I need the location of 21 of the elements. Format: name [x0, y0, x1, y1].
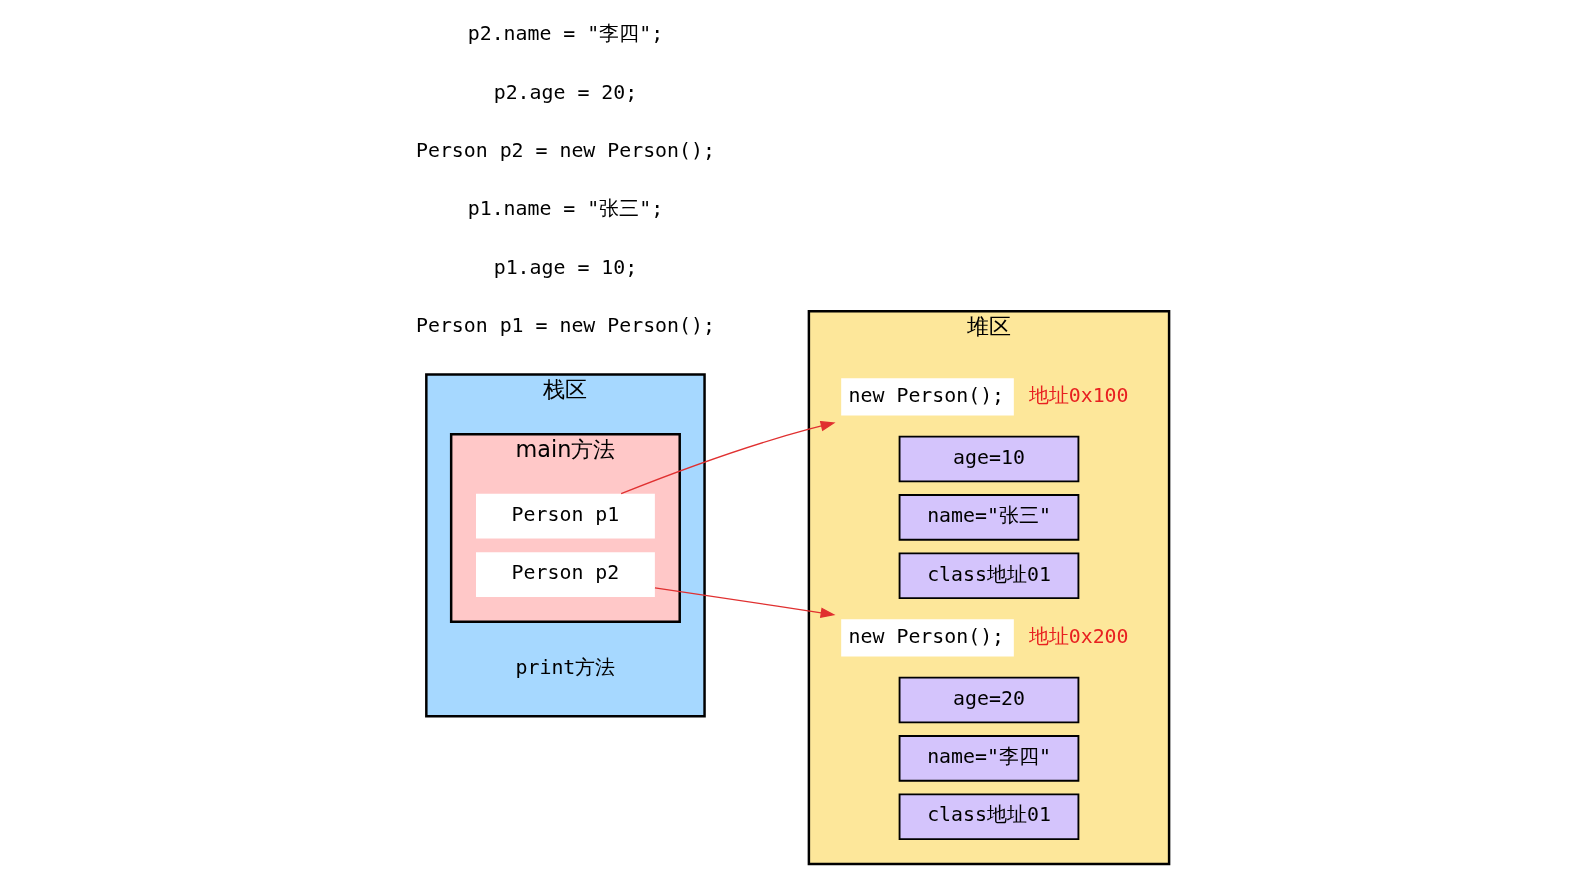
node-box: age=20: [898, 676, 1080, 724]
node-box: age=10: [898, 435, 1080, 483]
label: Person p1 = new Person();: [415, 314, 715, 338]
arrow: [620, 421, 836, 495]
label: p2.age = 20;: [493, 80, 638, 104]
node-box: Person p1: [476, 493, 655, 539]
node-box: class地址01: [898, 793, 1080, 841]
label: p1.name = "张三";: [467, 197, 664, 221]
node-box: class地址01: [898, 552, 1080, 600]
node-box: name="张三": [898, 494, 1080, 541]
label: p1.age = 10;: [493, 255, 638, 279]
arrow: [654, 587, 836, 618]
label: p2.name = "李四";: [467, 22, 664, 46]
node-box: Person p2: [476, 552, 655, 597]
node-label: 地址0x100: [1028, 383, 1129, 407]
label: print方法: [515, 655, 616, 679]
node-box: new Person();: [841, 619, 1014, 657]
node-box: name="李四": [898, 735, 1080, 782]
label: Person p2 = new Person();: [415, 138, 715, 162]
node-box: new Person();: [841, 378, 1014, 416]
node-label: 地址0x200: [1028, 624, 1129, 648]
